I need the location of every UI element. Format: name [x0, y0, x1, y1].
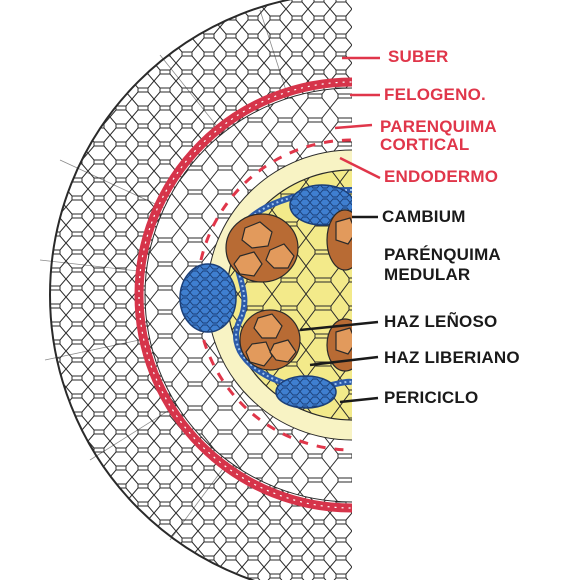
- label-haz-lenoso: HAZ LEÑOSO: [384, 313, 497, 331]
- label-felogeno: FELOGENO.: [384, 86, 486, 104]
- label-endodermo: ENDODERMO: [384, 168, 498, 186]
- haz-liberiano-bundle-left: [180, 264, 236, 332]
- label-parenquima-cortical-line1: PARENQUIMA: [380, 118, 497, 136]
- label-parenquima-cortical-line2: CORTICAL: [380, 136, 469, 154]
- label-parenquima-medular-line1: PARÉNQUIMA: [384, 246, 501, 264]
- haz-liberiano-bundle-bottom: [276, 376, 336, 408]
- label-parenquima-medular-line2: MEDULAR: [384, 266, 470, 284]
- label-cambium: CAMBIUM: [382, 208, 466, 226]
- label-haz-liberiano: HAZ LIBERIANO: [384, 349, 520, 367]
- haz-lenoso-bundle-lower: [240, 310, 300, 370]
- haz-lenoso-bundle-upper: [226, 214, 298, 282]
- label-suber: SUBER: [388, 48, 449, 66]
- haz-lenoso-bundle-right-top: [327, 210, 363, 270]
- label-periciclo: PERICICLO: [384, 389, 478, 407]
